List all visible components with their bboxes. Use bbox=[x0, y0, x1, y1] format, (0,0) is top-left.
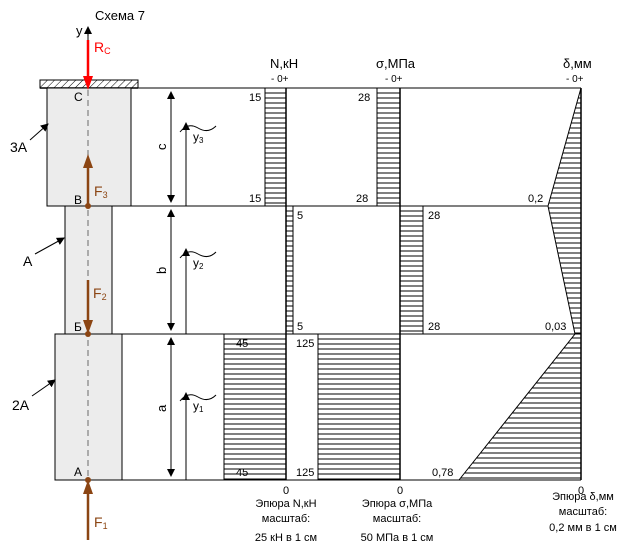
N-label-mid-lower: 5 bbox=[297, 321, 303, 333]
N-hatch-bot bbox=[224, 338, 286, 480]
point-label-A: А bbox=[74, 465, 82, 479]
sigma-hatch-top bbox=[377, 92, 400, 204]
delta-hatch bbox=[460, 92, 581, 479]
sigma-caption-line3: 50 МПа в 1 см bbox=[361, 532, 434, 544]
delta-outline bbox=[458, 87, 582, 481]
N-block-top bbox=[264, 87, 287, 207]
N-block-mid bbox=[285, 205, 294, 335]
sigma-label-mid-upper: 28 bbox=[428, 210, 440, 222]
scheme-title: Схема 7 bbox=[95, 8, 145, 23]
N-caption: Эпюра N,кН масштаб: 25 кН в 1 см bbox=[255, 498, 317, 544]
sigma-sign: - 0+ bbox=[385, 74, 403, 85]
reaction-label: RC bbox=[94, 39, 111, 56]
sigma-block-mid bbox=[399, 205, 424, 335]
sigma-hatch-mid bbox=[400, 210, 423, 332]
area-pointer-mid bbox=[34, 237, 65, 255]
sigma-header: σ,МПа bbox=[376, 56, 416, 71]
N-label-bot-upper: 45 bbox=[236, 338, 248, 350]
force-F1-arrowhead bbox=[83, 480, 93, 494]
delta-caption-line3: 0,2 мм в 1 см bbox=[549, 522, 617, 534]
sigma-block-top bbox=[376, 87, 401, 207]
area-pointer-top bbox=[29, 123, 49, 141]
N-zero-label: 0 bbox=[283, 485, 289, 497]
sigma-label-top-upper: 28 bbox=[358, 92, 370, 104]
N-sign: - 0+ bbox=[271, 74, 289, 85]
delta-label-A: 0,78 bbox=[432, 467, 453, 479]
N-label-bot-lower: 45 bbox=[236, 467, 248, 479]
local-y2-curve bbox=[179, 251, 217, 259]
dim-a-label: a bbox=[154, 404, 169, 412]
force-F3-label: F3 bbox=[94, 183, 108, 200]
area-label-mid: А bbox=[23, 253, 33, 269]
delta-zero-label: 0 bbox=[578, 485, 584, 497]
sigma-label-bot-upper: 125 bbox=[296, 338, 314, 350]
area-label-bottom: 2А bbox=[12, 397, 30, 413]
sigma-caption-line1: Эпюра σ,МПа bbox=[362, 498, 433, 510]
point-label-B: В bbox=[74, 193, 82, 207]
N-caption-line1: Эпюра N,кН bbox=[255, 498, 316, 510]
local-y3-curve bbox=[179, 125, 217, 133]
point-Bsoft-dot bbox=[85, 331, 91, 337]
N-hatch-top bbox=[265, 92, 286, 204]
sigma-zero-label: 0 bbox=[397, 485, 403, 497]
y-axis-label: y bbox=[76, 23, 83, 38]
force-F1-label: F1 bbox=[94, 514, 108, 531]
force-F3-arrowhead bbox=[83, 154, 93, 168]
sigma-caption: Эпюра σ,МПа масштаб: 50 МПа в 1 см bbox=[361, 498, 434, 544]
point-B-dot bbox=[85, 203, 91, 209]
local-y3-label: y3 bbox=[193, 130, 204, 145]
delta-header: δ,мм bbox=[563, 56, 592, 71]
reaction-arrowhead bbox=[83, 76, 93, 90]
force-F2-arrowhead bbox=[83, 320, 93, 334]
point-label-C: C bbox=[74, 90, 83, 104]
point-A-dot bbox=[85, 477, 91, 483]
delta-caption-line1: Эпюра δ,мм bbox=[552, 491, 614, 503]
N-label-top-upper: 15 bbox=[249, 92, 261, 104]
point-label-Bsoft: Б bbox=[74, 320, 82, 334]
force-F2-label: F2 bbox=[93, 285, 107, 302]
N-label-mid-upper: 5 bbox=[297, 210, 303, 222]
area-label-top: 3А bbox=[10, 139, 28, 155]
delta-sign: - 0+ bbox=[566, 74, 584, 85]
delta-caption-line2: масштаб: bbox=[559, 506, 607, 518]
dim-b-label: b bbox=[154, 267, 169, 274]
delta-label-Bsoft: 0,03 bbox=[545, 321, 566, 333]
N-hatch-mid bbox=[286, 210, 293, 332]
area-pointer-bottom bbox=[31, 379, 56, 397]
delta-label-B: 0,2 bbox=[528, 193, 543, 205]
local-y1-curve bbox=[179, 394, 217, 402]
N-block-bot bbox=[223, 333, 287, 481]
N-header: N,кН bbox=[270, 56, 298, 71]
N-caption-line3: 25 кН в 1 см bbox=[255, 532, 317, 544]
sigma-label-bot-lower: 125 bbox=[296, 467, 314, 479]
sigma-hatch-bot bbox=[318, 338, 400, 480]
N-label-top-lower: 15 bbox=[249, 193, 261, 205]
local-y1-label: y1 bbox=[193, 399, 204, 414]
sigma-caption-line2: масштаб: bbox=[373, 513, 421, 525]
N-caption-line2: масштаб: bbox=[262, 513, 310, 525]
dim-c-label: c bbox=[154, 143, 169, 150]
delta-caption: Эпюра δ,мм масштаб: 0,2 мм в 1 см bbox=[549, 491, 617, 534]
sigma-block-bot bbox=[317, 333, 401, 481]
local-y2-label: y2 bbox=[193, 256, 204, 271]
sigma-label-top-lower: 28 bbox=[356, 193, 368, 205]
sigma-label-mid-lower: 28 bbox=[428, 321, 440, 333]
